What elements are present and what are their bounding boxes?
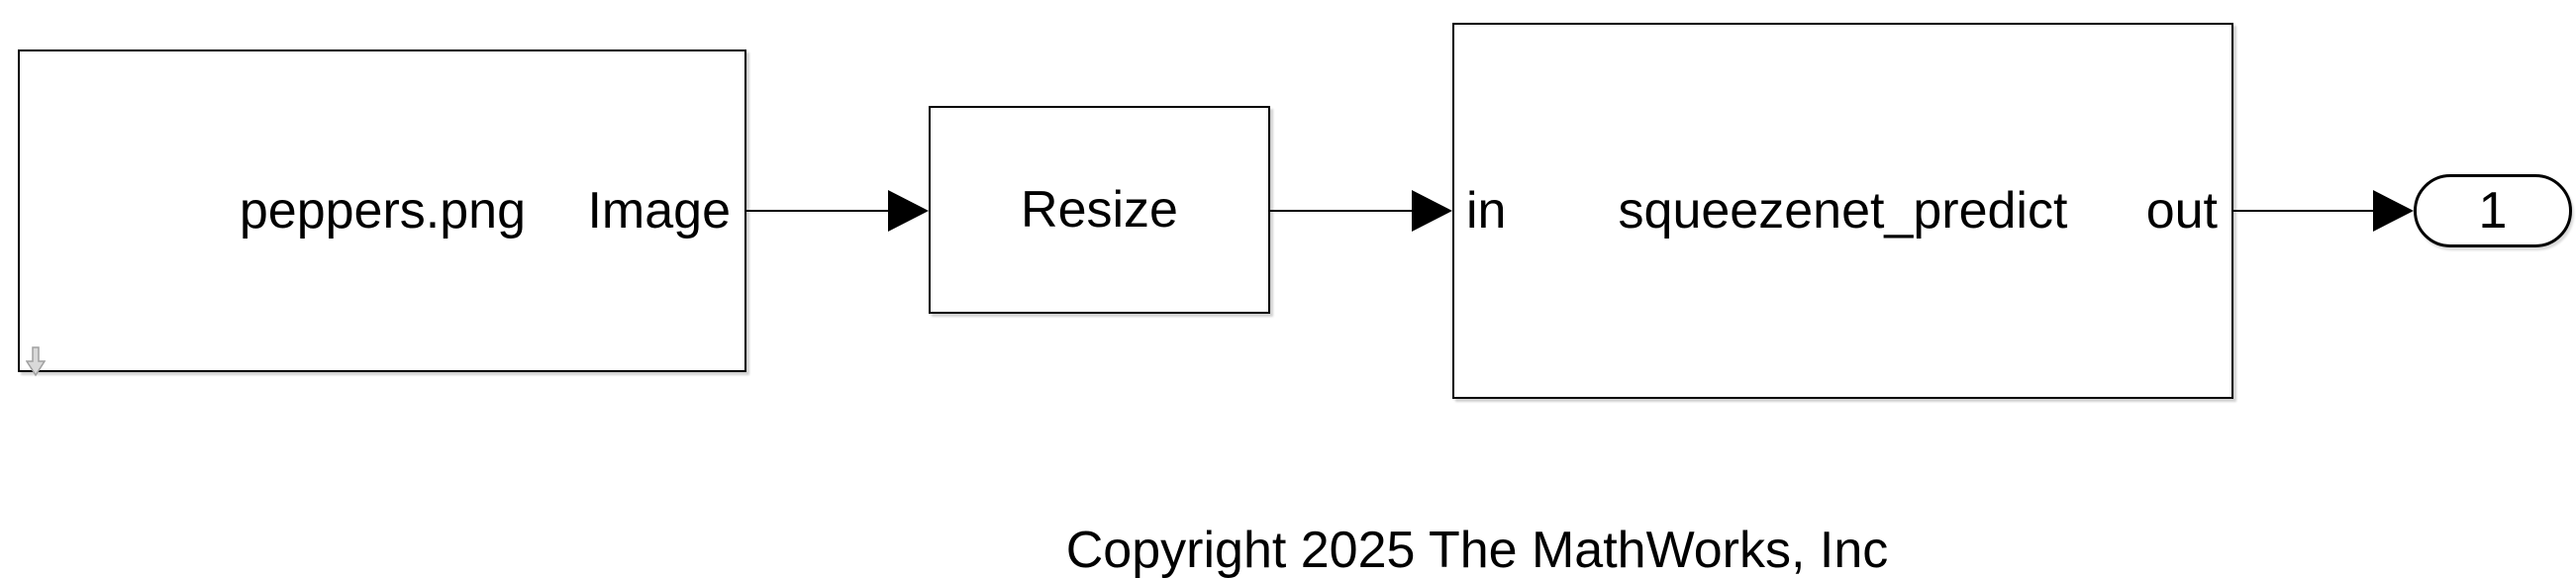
image-from-file-block[interactable]: peppers.png Image [18, 49, 746, 377]
out-port-label: out [2145, 182, 2218, 240]
squeezenet-predict-block[interactable]: in squeezenet_predict out [1452, 23, 2233, 399]
arrowhead-icon [2373, 190, 2414, 232]
signal-wire-image-to-resize[interactable] [746, 210, 889, 212]
file-name-label: peppers.png [239, 182, 526, 240]
outport-number-label: 1 [2478, 182, 2508, 240]
squeezenet-block-name-label: squeezenet_predict [1618, 182, 2068, 240]
down-arrow-icon [25, 336, 47, 377]
image-output-port-label: Image [587, 182, 731, 240]
signal-wire-resize-to-squeezenet[interactable] [1270, 210, 1413, 212]
copyright-annotation[interactable]: Copyright 2025 The MathWorks, Inc [1065, 522, 1889, 578]
signal-wire-squeezenet-to-outport[interactable] [2233, 210, 2374, 212]
arrowhead-icon [888, 190, 929, 232]
resize-block[interactable]: Resize [929, 106, 1270, 314]
resize-block-label: Resize [1021, 181, 1178, 239]
arrowhead-icon [1412, 190, 1452, 232]
in-port-label: in [1466, 182, 1507, 240]
outport-1-block[interactable]: 1 [2414, 174, 2572, 247]
